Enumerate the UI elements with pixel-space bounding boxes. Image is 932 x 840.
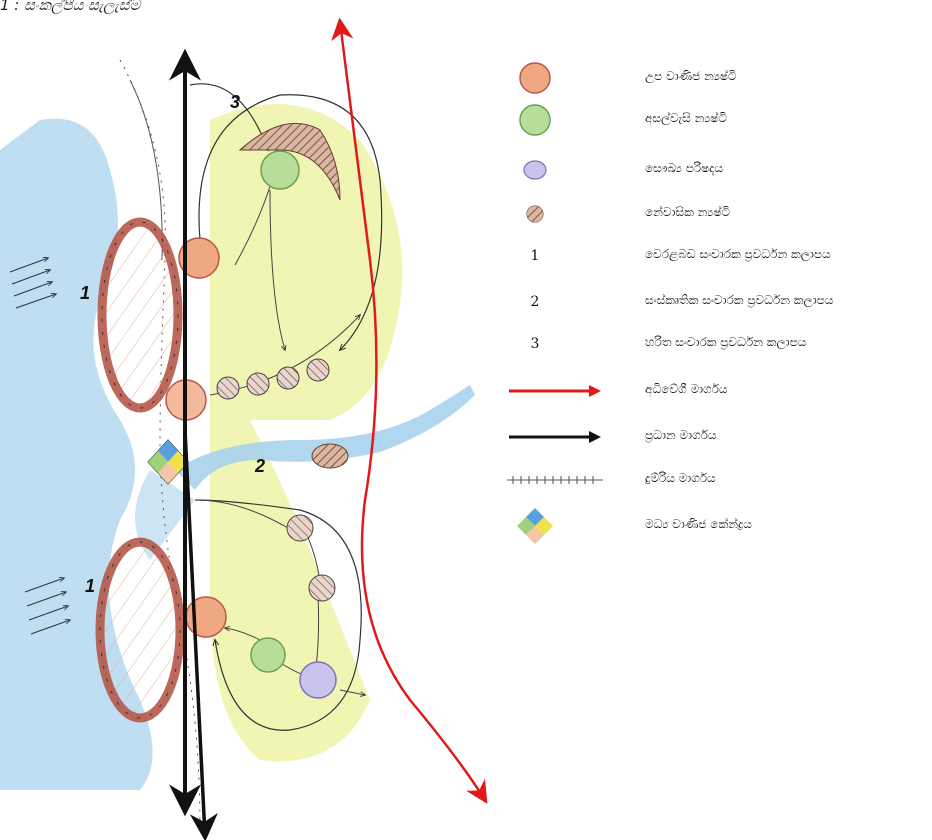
zone-number-symbol: 1: [531, 248, 540, 264]
legend-item: සෞඛ්‍ය පරිෂදය: [500, 152, 930, 188]
legend-item: නේවාසික න්‍යෂ්ටි: [500, 196, 930, 232]
legend-label: ප්‍රධාන මාර්ගය: [645, 428, 717, 443]
coastal-zone-top: [102, 222, 178, 408]
red-arrow-icon: [500, 373, 610, 409]
zone-label-2: 2: [255, 456, 265, 477]
legend-label: හරිත සංචාරක ප්‍රවර්ධන කලාපය: [645, 335, 806, 350]
legend-item: 1 වෙරළබඩ සංචාරක ප්‍රවර්ධන කලාපය: [500, 238, 930, 274]
coastal-zone-bottom: [100, 542, 180, 718]
legend-item: අධිවේගී මාර්ගය: [500, 373, 930, 409]
legend-label: සංස්කෘතික සංචාරක ප්‍රවර්ධන කලාපය: [645, 293, 833, 308]
legend-item: 3 හරිත සංචාරක ප්‍රවර්ධන කලාපය: [500, 326, 930, 362]
zone-label-3: 3: [230, 92, 240, 113]
zone-label-1-top: 1: [80, 283, 90, 304]
zone-label-1-bottom: 1: [85, 576, 95, 597]
legend-label: උප වාණිජ න්‍යෂ්ටි: [645, 69, 737, 84]
legend-label: සෞඛ්‍ය පරිෂදය: [645, 161, 723, 176]
black-arrow-icon: [500, 419, 610, 455]
legend-label: අධිවේගී මාර්ගය: [645, 382, 728, 397]
legend-label: දුම්රිය මාර්ගය: [645, 471, 716, 486]
residential-nucleus-symbol: [500, 196, 570, 232]
zone-number-symbol: 2: [531, 294, 540, 310]
legend-item: මධ්‍ය වාණිජ කේන්ද්‍රය: [500, 508, 930, 544]
legend-label: මධ්‍ය වාණිජ කේන්ද්‍රය: [645, 517, 752, 532]
legend-item: අසල්වැසි න්‍යෂ්ටි: [500, 102, 930, 138]
legend-item: උප වාණිජ න්‍යෂ්ටි: [500, 60, 930, 96]
railway-line-icon: [500, 462, 610, 498]
zone-number-symbol: 3: [531, 336, 540, 352]
cbd-diamond-icon: [500, 508, 570, 544]
health-nucleus-symbol: [500, 152, 570, 188]
legend-item: දුම්රිය මාර්ගය: [500, 462, 930, 498]
legend-label: වෙරළබඩ සංචාරක ප්‍රවර්ධන කලාපය: [645, 247, 831, 262]
commercial-nucleus-symbol: [500, 60, 570, 96]
legend-label: නේවාසික න්‍යෂ්ටි: [645, 205, 730, 220]
legend-item: 2 සංස්කෘතික සංචාරක ප්‍රවර්ධන කලාපය: [500, 284, 930, 320]
legend-label: අසල්වැසි න්‍යෂ්ටි: [645, 111, 727, 126]
legend-item: ප්‍රධාන මාර්ගය: [500, 419, 930, 455]
neighbourhood-nucleus-symbol: [500, 102, 570, 138]
health-nucleus: [300, 662, 336, 698]
